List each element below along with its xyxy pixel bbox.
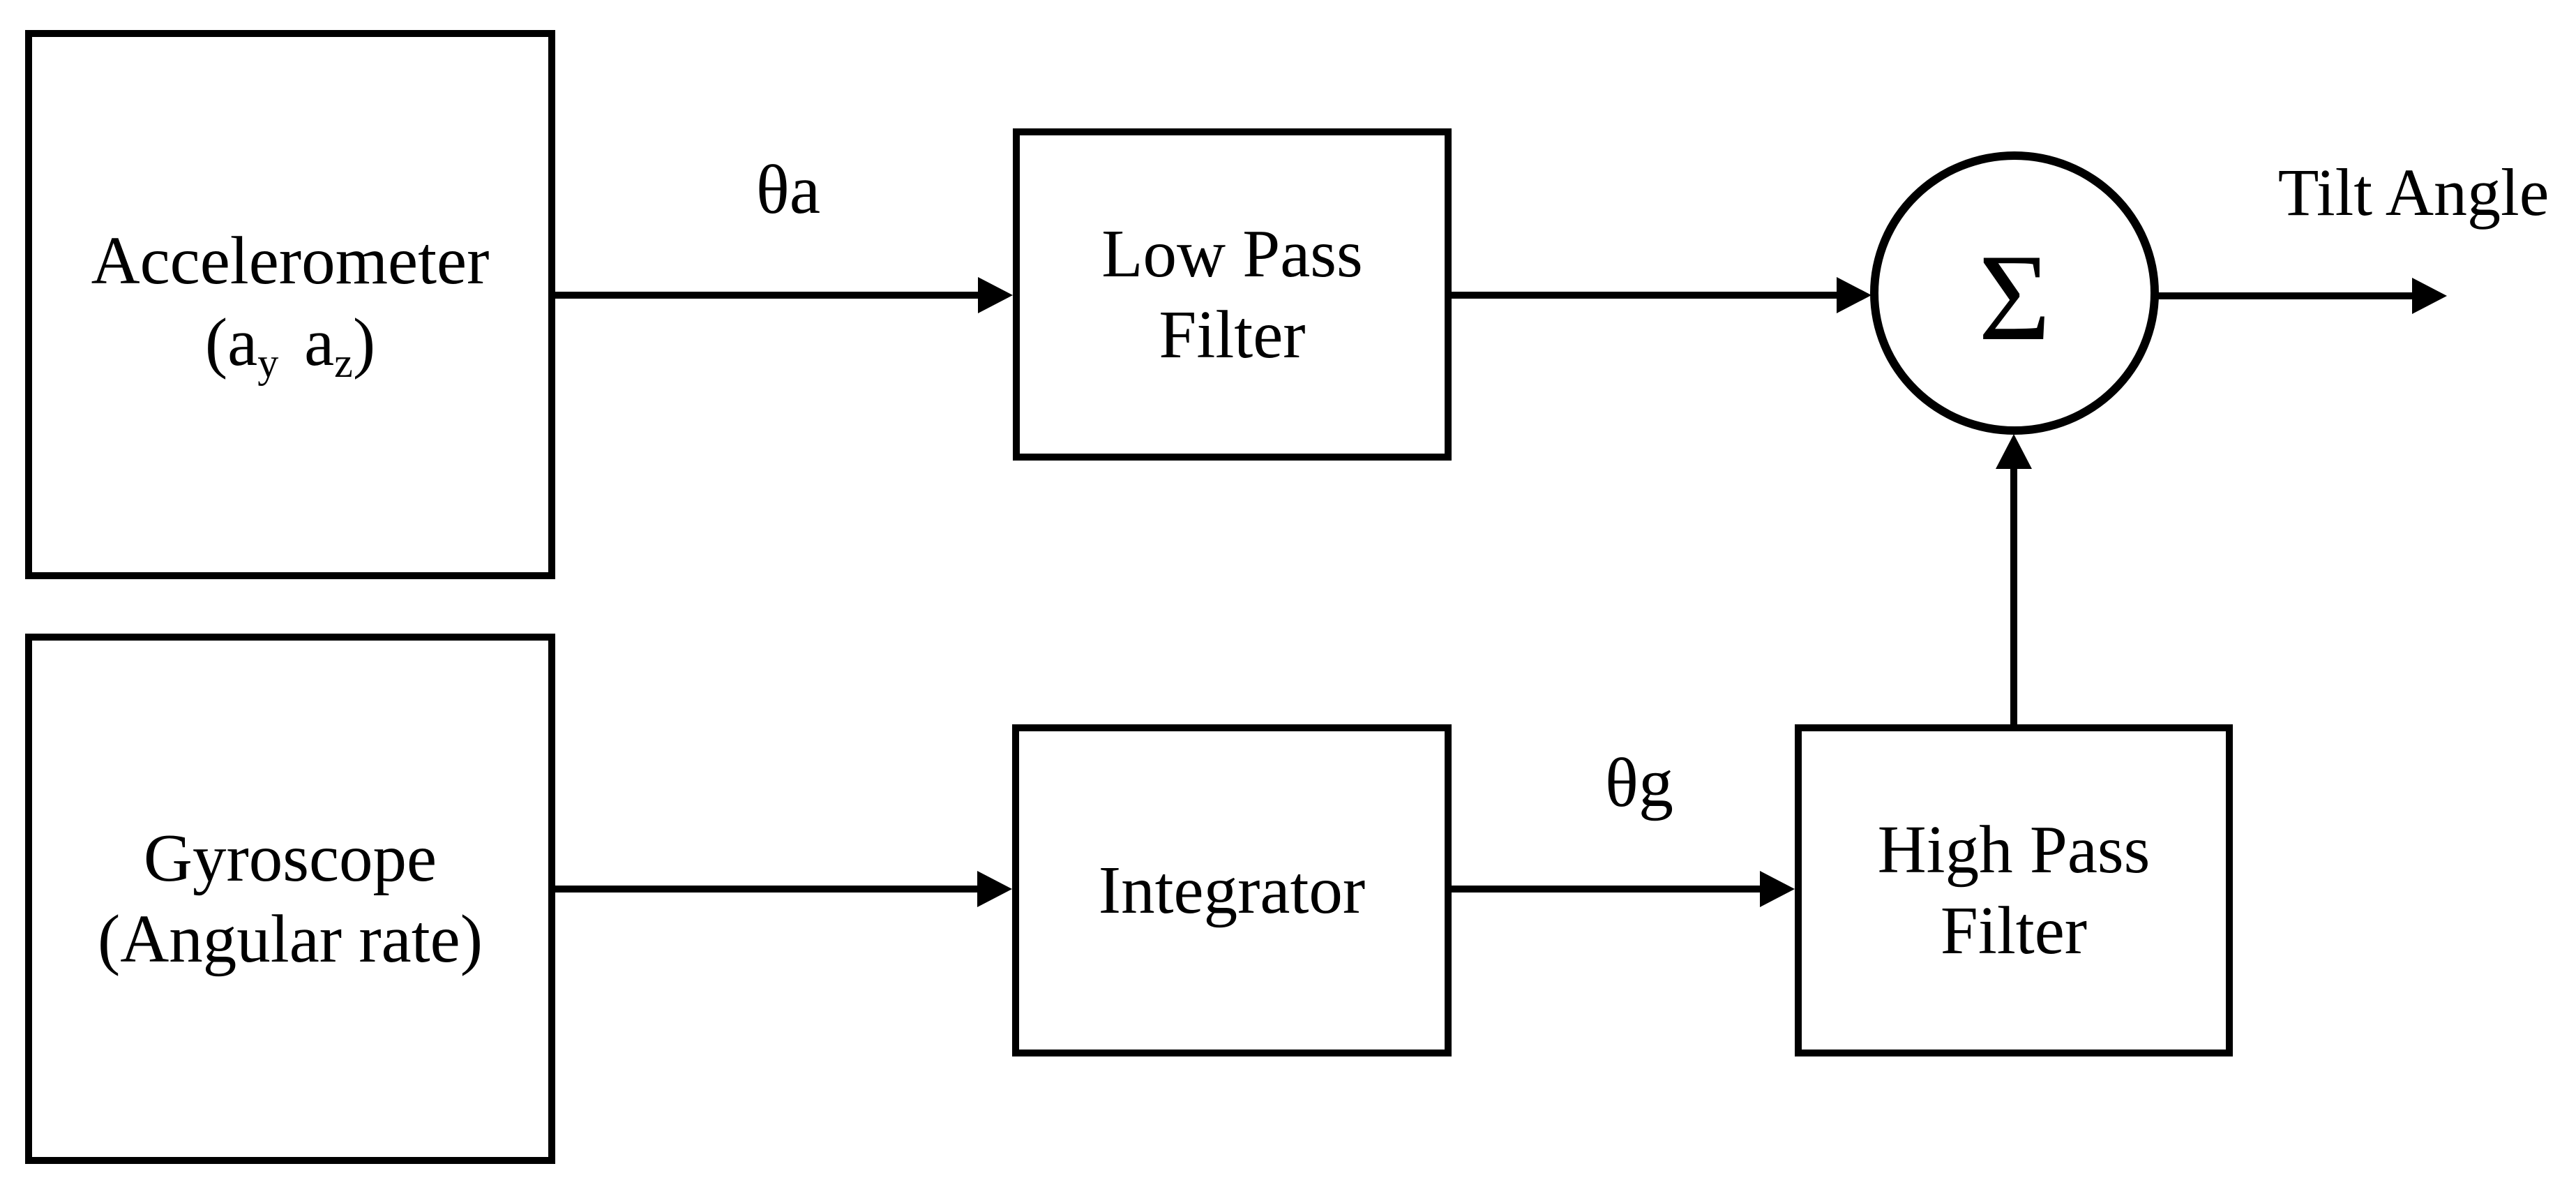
arrowhead-right-icon — [1837, 277, 1871, 313]
arrowhead-right-icon — [1760, 871, 1795, 907]
summation-node: Σ — [1870, 151, 2159, 435]
arrow-shaft — [555, 292, 978, 299]
arrow-shaft — [2158, 292, 2412, 299]
accelerometer-label: Accelerometer — [91, 223, 490, 299]
arrowhead-right-icon — [2412, 278, 2447, 314]
gyroscope-box: Gyroscope (Angular rate) — [25, 634, 555, 1164]
tilt-angle-label: Tilt Angle — [2277, 155, 2549, 230]
gyroscope-label: Gyroscope — [143, 820, 437, 895]
arrow-shaft — [1452, 886, 1760, 893]
integrator-label: Integrator — [1098, 852, 1366, 927]
gyroscope-sublabel: (Angular rate) — [97, 902, 483, 976]
arrowhead-right-icon — [978, 277, 1013, 313]
theta-g-label: θg — [1605, 744, 1673, 821]
high-pass-filter-label-line2: Filter — [1940, 893, 2088, 968]
arrow-shaft — [1452, 292, 1837, 299]
integrator-box: Integrator — [1012, 724, 1452, 1056]
low-pass-filter-label-line1: Low Pass — [1101, 216, 1363, 291]
arrow-shaft — [555, 886, 977, 893]
high-pass-filter-label-line1: High Pass — [1877, 812, 2151, 887]
arrowhead-right-icon — [977, 871, 1012, 907]
low-pass-filter-label-line2: Filter — [1159, 297, 1306, 372]
high-pass-filter-box: High Pass Filter — [1795, 724, 2233, 1056]
sigma-symbol: Σ — [1978, 228, 2051, 366]
arrow-shaft — [2010, 469, 2017, 724]
arrowhead-up-icon — [1996, 434, 2032, 469]
theta-a-label: θa — [755, 151, 821, 228]
low-pass-filter-box: Low Pass Filter — [1013, 128, 1452, 461]
